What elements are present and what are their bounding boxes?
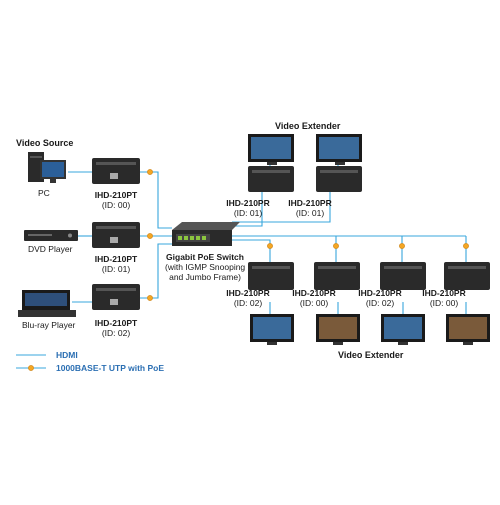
receiver-label: IHD-210PR (ID: 01) (286, 198, 334, 218)
legend-utp-label: 1000BASE-T UTP with PoE (56, 363, 165, 373)
poe-dot-icon (399, 243, 405, 249)
transmitter-id: (ID: 01) (101, 264, 131, 274)
transmitter-id: (ID: 02) (101, 328, 131, 338)
receiver-label: IHD-210PR (ID: 02) (224, 288, 272, 308)
legend-poe-dot-icon (28, 365, 34, 371)
receiver-model: IHD-210PR (226, 198, 270, 208)
poe-dot-icon (333, 243, 339, 249)
bluray-player-icon (18, 290, 76, 317)
utp-cable-tx0 (140, 171, 172, 229)
pc-icon (28, 152, 66, 183)
switch-feature-1: (with IGMP Snooping (165, 262, 246, 272)
transmitter-model: IHD-210PT (94, 318, 138, 328)
pc-label: PC (38, 188, 50, 198)
monitor-icon (316, 314, 360, 345)
receiver-id: (ID: 00) (429, 298, 459, 308)
switch-title: Gigabit PoE Switch (166, 252, 244, 262)
receiver-label: IHD-210PR (ID: 01) (224, 198, 272, 218)
receiver-id: (ID: 01) (233, 208, 263, 218)
monitor-icon (316, 134, 362, 165)
monitor-icon (248, 134, 294, 165)
monitor-icon (381, 314, 425, 345)
transmitter-icon (92, 222, 140, 248)
receiver-label: IHD-210PR (ID: 02) (356, 288, 404, 308)
receiver-id: (ID: 01) (295, 208, 325, 218)
poe-dot-icon (267, 243, 273, 249)
receiver-icon (444, 262, 490, 290)
transmitter-label: IHD-210PT (ID: 02) (94, 318, 138, 338)
switch-feature-2: and Jumbo Frame) (169, 272, 241, 282)
bluray-player-label: Blu-ray Player (22, 320, 76, 330)
legend-hdmi-label: HDMI (56, 350, 78, 360)
utp-cable-rx-bottom-1 (232, 239, 271, 262)
receiver-icon (380, 262, 426, 290)
poe-dot-icon (147, 295, 153, 301)
video-source-header: Video Source (16, 138, 74, 148)
dvd-player-label: DVD Player (28, 244, 73, 254)
receiver-id: (ID: 00) (299, 298, 329, 308)
receiver-label: IHD-210PR (ID: 00) (420, 288, 468, 308)
receiver-icon (248, 166, 294, 192)
poe-dot-icon (147, 233, 153, 239)
transmitter-icon (92, 158, 140, 184)
receiver-icon (316, 166, 362, 192)
monitor-icon (446, 314, 490, 345)
receiver-icon (314, 262, 360, 290)
receiver-icon (248, 262, 294, 290)
video-extender-top-header: Video Extender (275, 121, 341, 131)
transmitter-model: IHD-210PT (94, 190, 138, 200)
monitor-icon (250, 314, 294, 345)
receiver-id: (ID: 02) (233, 298, 263, 308)
video-extender-bottom-header: Video Extender (338, 350, 404, 360)
dvd-player-icon (24, 230, 78, 241)
receiver-model: IHD-210PR (358, 288, 402, 298)
utp-cable-rx-top-1 (232, 176, 263, 227)
transmitter-label: IHD-210PT (ID: 00) (94, 190, 138, 210)
receiver-model: IHD-210PR (422, 288, 466, 298)
receiver-id: (ID: 02) (365, 298, 395, 308)
transmitter-label: IHD-210PT (ID: 01) (94, 254, 138, 274)
transmitter-model: IHD-210PT (94, 254, 138, 264)
transmitter-id: (ID: 00) (101, 200, 131, 210)
poe-switch-icon (172, 222, 240, 246)
receiver-model: IHD-210PR (292, 288, 336, 298)
receiver-model: IHD-210PR (288, 198, 332, 208)
poe-dot-icon (147, 169, 153, 175)
transmitter-icon (92, 284, 140, 310)
switch-label: Gigabit PoE Switch (with IGMP Snooping a… (165, 252, 245, 282)
receiver-model: IHD-210PR (226, 288, 270, 298)
poe-dot-icon (463, 243, 469, 249)
receiver-label: IHD-210PR (ID: 00) (290, 288, 338, 308)
